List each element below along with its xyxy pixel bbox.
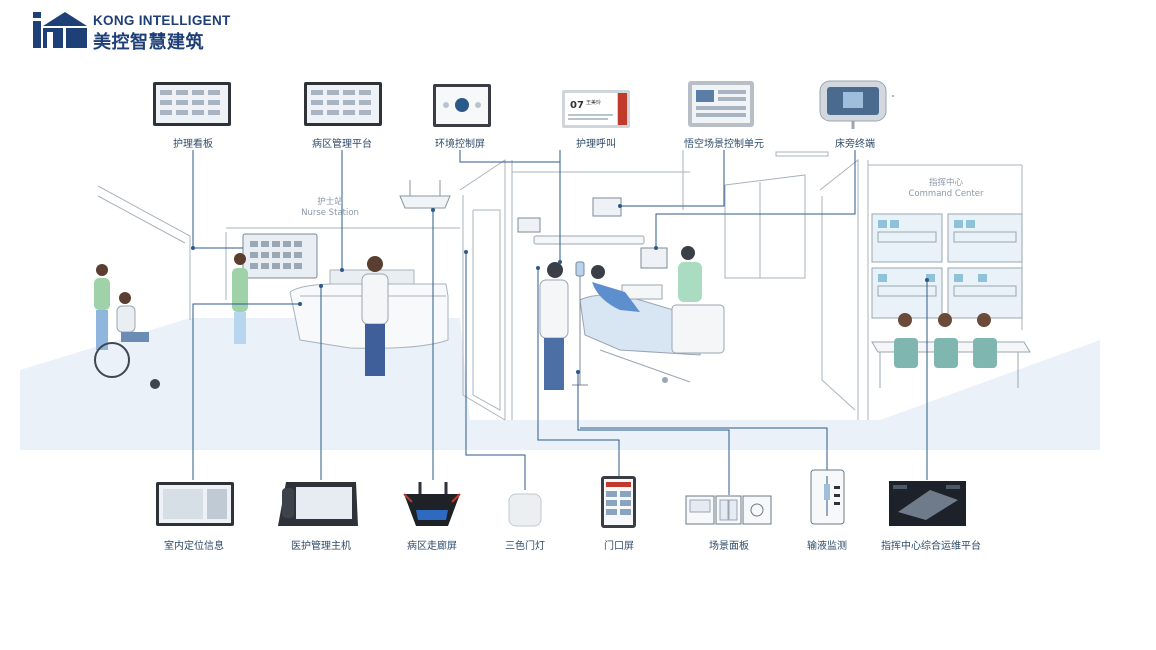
label-indoor-positioning: 室内定位信息 — [164, 541, 224, 552]
connector-dots — [191, 204, 929, 374]
corridor-screen-device — [403, 482, 461, 526]
floor-area — [20, 318, 1100, 450]
command-center-label: 指挥中心 Command Center — [909, 178, 984, 200]
brand-logo: KONG INTELLIGENT 美控智慧建筑 — [33, 12, 233, 53]
call-screen-name: 王美玲 — [586, 99, 601, 106]
label-door-screen: 门口屏 — [604, 541, 634, 552]
label-bedside-terminal: 床旁终端 — [835, 139, 875, 150]
label-tricolor-light: 三色门灯 — [505, 541, 545, 552]
nursing-board-device — [153, 82, 231, 126]
label-nurse-call: 护理呼叫 — [576, 139, 616, 150]
label-nursing-board: 护理看板 — [173, 139, 213, 150]
medical-host-device — [278, 482, 358, 526]
scene-control-box — [592, 197, 622, 217]
tricolor-light-device — [508, 493, 542, 527]
indoor-positioning-device — [156, 482, 234, 526]
command-wall-screens — [871, 213, 1023, 319]
ceiling-router — [399, 180, 451, 209]
label-medical-host: 医护管理主机 — [291, 541, 351, 552]
label-scene-unit: 悟空场景控制单元 — [684, 139, 764, 150]
scene-panel-device — [685, 495, 772, 525]
label-env-screen: 环境控制屏 — [435, 139, 485, 150]
wall-board-screen — [242, 233, 318, 279]
ward-platform-device — [304, 82, 382, 126]
bedside-device — [640, 247, 668, 269]
door-screen-device — [601, 476, 636, 528]
bedside-terminal-device — [819, 80, 894, 129]
command-platform-device — [889, 481, 966, 526]
door-indicator-light — [517, 217, 541, 233]
iv-stand — [572, 261, 588, 386]
command-center-cn: 指挥中心 — [928, 178, 963, 188]
label-scene-panel: 场景面板 — [709, 541, 749, 552]
connector-lines — [192, 150, 928, 495]
nurse-station-label: 护士站 Nurse Station — [301, 197, 359, 219]
scene-unit-device — [688, 81, 754, 127]
nurse-station-en: Nurse Station — [301, 208, 359, 218]
label-command-platform: 指挥中心综合运维平台 — [881, 541, 981, 552]
nurse-call-device: 07 王美玲 — [562, 90, 630, 128]
label-ward-platform: 病区管理平台 — [312, 139, 372, 150]
label-corridor-screen: 病区走廊屏 — [407, 541, 457, 552]
label-infusion-monitor: 输液监测 — [807, 541, 847, 552]
infusion-monitor-device — [810, 469, 845, 525]
nurse-station-cn: 护士站 — [317, 197, 343, 207]
call-screen-number: 07 — [570, 100, 584, 111]
room-outlines — [97, 150, 1023, 421]
command-center-en: Command Center — [908, 189, 984, 199]
brand-name-cn: 美控智慧建筑 — [93, 32, 204, 53]
env-screen-device — [433, 84, 491, 127]
brand-name-en: KONG INTELLIGENT — [93, 13, 231, 28]
patient-bed — [579, 265, 725, 383]
bed-head-rail — [533, 235, 645, 245]
logo-icon — [33, 12, 87, 48]
people — [94, 246, 997, 390]
